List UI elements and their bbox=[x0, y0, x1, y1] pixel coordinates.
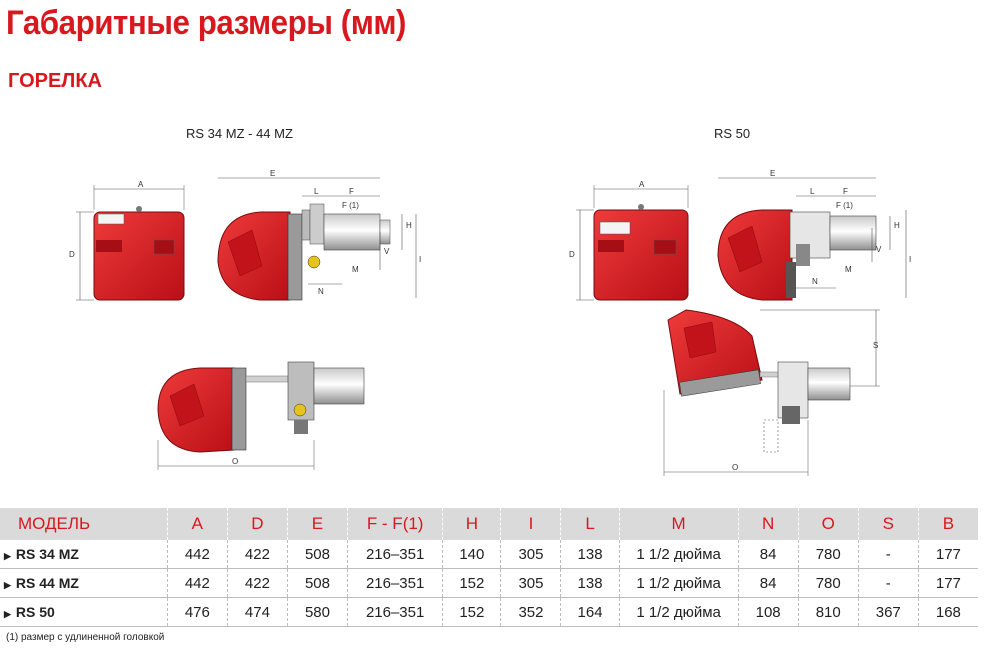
column-header: I bbox=[500, 508, 562, 540]
dim-label-f: F bbox=[349, 187, 354, 196]
table-cell: 580 bbox=[287, 597, 349, 627]
table-cell: 367 bbox=[858, 597, 919, 627]
table-cell: 84 bbox=[738, 568, 799, 598]
table-cell: 476 bbox=[167, 597, 228, 627]
model-name: RS 50 bbox=[15, 604, 55, 620]
dim-label-h: H bbox=[406, 221, 412, 230]
table-cell: 352 bbox=[500, 597, 562, 627]
column-header: L bbox=[560, 508, 620, 540]
column-header: A bbox=[167, 508, 228, 540]
table-cell: 138 bbox=[560, 540, 620, 569]
dim-label-v: V bbox=[384, 247, 390, 256]
dim-label-e: E bbox=[270, 169, 275, 178]
dim-label-n-right: N bbox=[812, 277, 818, 286]
column-header: S bbox=[858, 508, 919, 540]
dim-label-d-right: D bbox=[569, 250, 575, 259]
dim-label-f1: F (1) bbox=[342, 201, 359, 210]
model-cell: ▶RS 34 MZ bbox=[0, 540, 168, 569]
dim-label-m: M bbox=[352, 265, 359, 274]
table-cell: 422 bbox=[227, 568, 288, 598]
dim-label-s: S bbox=[873, 341, 878, 350]
dim-label-a: A bbox=[138, 180, 144, 189]
dim-label-o-right: O bbox=[732, 463, 738, 472]
table-cell: 216–351 bbox=[347, 597, 444, 627]
right-model-label: RS 50 bbox=[714, 126, 751, 141]
footnote: (1) размер с удлиненной головкой bbox=[6, 632, 165, 643]
dim-label-d: D bbox=[69, 250, 75, 259]
table-row: ▶RS 44 MZ 442 422 508 216–351 152 305 13… bbox=[0, 568, 978, 598]
dim-label-f-right: F bbox=[843, 187, 848, 196]
left-front-view: A D bbox=[69, 180, 185, 301]
table-cell: 508 bbox=[287, 540, 349, 569]
model-name: RS 34 MZ bbox=[15, 546, 79, 562]
table-cell: 216–351 bbox=[347, 540, 444, 569]
column-header: D bbox=[227, 508, 288, 540]
dimension-drawings: A D E L F F (1) H I V M N bbox=[69, 169, 911, 476]
page-title: Габаритные размеры (мм) bbox=[6, 4, 407, 42]
left-open-view: O bbox=[157, 361, 365, 470]
table-cell: 780 bbox=[798, 568, 859, 598]
right-front-view: A D bbox=[569, 180, 689, 301]
right-open-view: S O bbox=[663, 309, 880, 476]
table-cell: 108 bbox=[738, 597, 799, 627]
table-cell: 152 bbox=[442, 597, 502, 627]
table-cell: 422 bbox=[227, 540, 288, 569]
column-header: H bbox=[442, 508, 502, 540]
column-header: B bbox=[918, 508, 978, 540]
dim-label-e-right: E bbox=[770, 169, 775, 178]
dim-label-n: N bbox=[318, 287, 324, 296]
dim-label-f1-right: F (1) bbox=[836, 201, 853, 210]
dim-label-l: L bbox=[314, 187, 319, 196]
table-cell: 152 bbox=[442, 568, 502, 598]
table-cell: 177 bbox=[918, 540, 978, 569]
table-cell: - bbox=[858, 568, 919, 598]
dim-label-l-right: L bbox=[810, 187, 815, 196]
page-subtitle: ГОРЕЛКА bbox=[8, 70, 102, 92]
column-header: O bbox=[798, 508, 859, 540]
table-header-row: МОДЕЛЬ A D E F - F(1) H I L M N O S B bbox=[0, 508, 978, 540]
table-cell: 84 bbox=[738, 540, 799, 569]
model-cell: ▶RS 50 bbox=[0, 597, 168, 627]
column-header: E bbox=[287, 508, 349, 540]
model-cell: ▶RS 44 MZ bbox=[0, 568, 168, 598]
table-cell: 442 bbox=[167, 540, 228, 569]
column-header: F - F(1) bbox=[347, 508, 444, 540]
left-side-view: E L F F (1) H I V M N bbox=[217, 169, 421, 301]
table-cell: 168 bbox=[918, 597, 978, 627]
table-cell: 1 1/2 дюйма bbox=[619, 568, 739, 598]
dim-label-m-right: M bbox=[845, 265, 852, 274]
table-cell: 140 bbox=[442, 540, 502, 569]
dim-label-v-right: V bbox=[876, 245, 882, 254]
table-cell: 305 bbox=[500, 568, 562, 598]
column-header: N bbox=[738, 508, 799, 540]
column-header: МОДЕЛЬ bbox=[0, 508, 168, 540]
table-cell: 1 1/2 дюйма bbox=[619, 597, 739, 627]
table-cell: 780 bbox=[798, 540, 859, 569]
table-cell: 138 bbox=[560, 568, 620, 598]
right-side-view: E L F F (1) H I V M N bbox=[717, 169, 911, 301]
model-name: RS 44 MZ bbox=[15, 575, 79, 591]
table-row: ▶RS 34 MZ 442 422 508 216–351 140 305 13… bbox=[0, 540, 978, 569]
table-cell: 810 bbox=[798, 597, 859, 627]
table-cell: 164 bbox=[560, 597, 620, 627]
table-cell: 1 1/2 дюйма bbox=[619, 540, 739, 569]
table-cell: 474 bbox=[227, 597, 288, 627]
column-header: M bbox=[619, 508, 739, 540]
dim-label-i: I bbox=[419, 255, 421, 264]
dimensions-table: МОДЕЛЬ A D E F - F(1) H I L M N O S B ▶R… bbox=[0, 508, 978, 627]
dim-label-a-right: A bbox=[639, 180, 645, 189]
dim-label-h-right: H bbox=[894, 221, 900, 230]
table-row: ▶RS 50 476 474 580 216–351 152 352 164 1… bbox=[0, 597, 978, 627]
table-cell: 177 bbox=[918, 568, 978, 598]
table-cell: 442 bbox=[167, 568, 228, 598]
left-model-label: RS 34 MZ - 44 MZ bbox=[186, 126, 293, 141]
table-cell: 305 bbox=[500, 540, 562, 569]
table-cell: 216–351 bbox=[347, 568, 444, 598]
dim-label-i-right: I bbox=[909, 255, 911, 264]
table-cell: 508 bbox=[287, 568, 349, 598]
table-cell: - bbox=[858, 540, 919, 569]
dim-label-o-left: O bbox=[232, 457, 238, 466]
